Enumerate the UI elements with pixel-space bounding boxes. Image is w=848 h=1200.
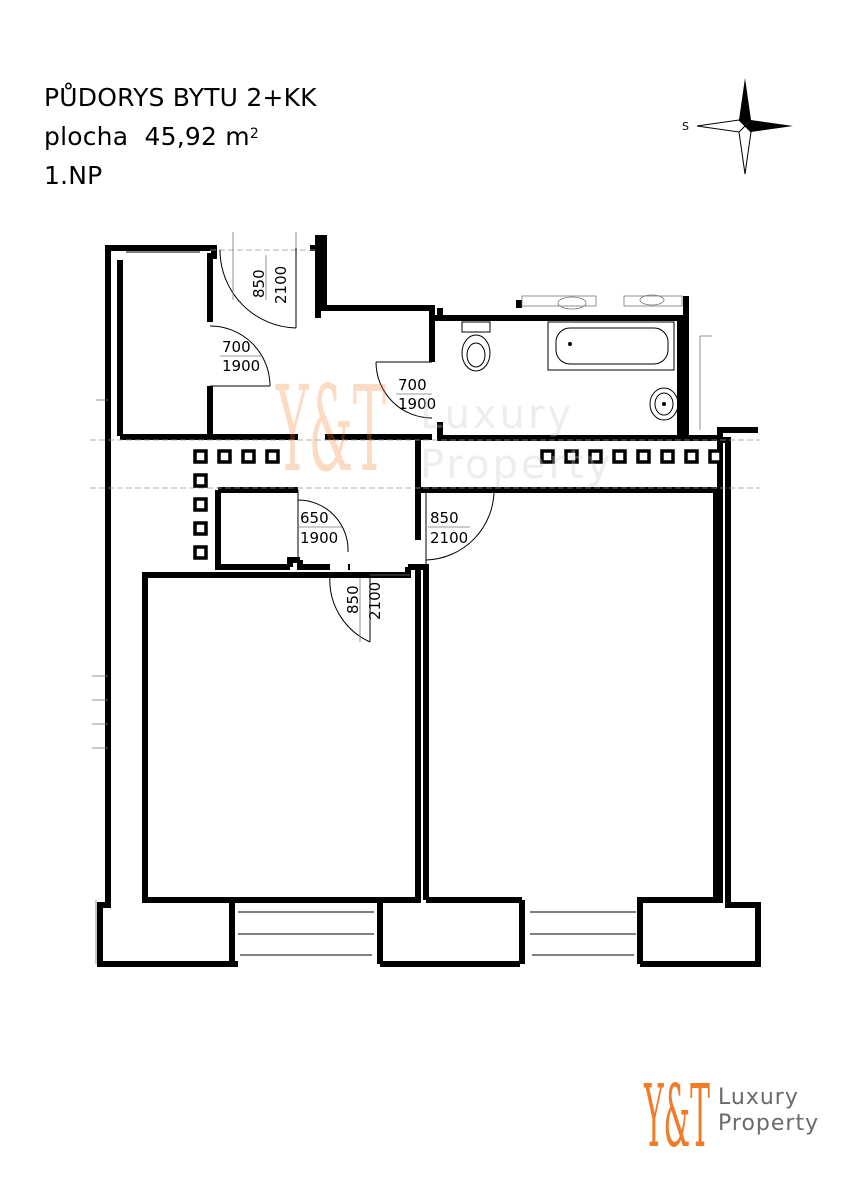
logo-monogram: Y&T: [644, 1067, 710, 1167]
door-wc-height: 1900: [398, 395, 436, 413]
door-wc-width: 700: [398, 376, 427, 394]
brand-logo: Y&T Luxury Property: [644, 1067, 819, 1167]
exterior-walls: [97, 235, 761, 967]
watermark-monogram: Y&T: [275, 360, 386, 498]
logo-line2: Property: [718, 1111, 819, 1136]
interior-walls: [142, 434, 719, 964]
door-storage-height: 1900: [222, 357, 260, 375]
door-entry-height: 2100: [272, 266, 290, 304]
windows: [92, 251, 712, 964]
door-dimensions: 850 2100 700 1900 700 1900 650 1900 850 …: [220, 255, 470, 642]
plan-floor: 1.NP: [44, 161, 103, 190]
door-storage-width: 700: [222, 338, 251, 356]
area-label: plocha: [44, 122, 129, 151]
door-entry-width: 850: [250, 269, 268, 298]
door-living-width: 850: [430, 509, 459, 527]
watermark-line2: Property: [420, 442, 613, 488]
beam-lines: [90, 249, 760, 489]
plan-title-block: PŮDORYS BYTU 2+KK plocha 45,92 m2 1.NP: [44, 78, 317, 195]
area-value: 45,92 m: [144, 122, 250, 151]
toilet-icon: [461, 321, 491, 372]
watermark: Y&T Luxury Property: [275, 360, 613, 498]
plan-area: plocha 45,92 m2: [44, 117, 317, 156]
door-swings: [209, 232, 495, 643]
door-living-height: 2100: [430, 529, 468, 547]
door-bedroom-width: 850: [344, 585, 362, 614]
compass-rose-icon: S: [682, 78, 793, 175]
door-closet-width: 650: [300, 509, 329, 527]
ventilation-squares: [193, 449, 723, 560]
plan-title: PŮDORYS BYTU 2+KK: [44, 83, 317, 112]
door-bedroom-height: 2100: [366, 582, 384, 620]
watermark-line1: Luxury: [420, 392, 574, 438]
door-closet-height: 1900: [300, 529, 338, 547]
washbasin-icon: [649, 387, 679, 421]
bathtub-icon: [547, 321, 675, 371]
area-unit-superscript: 2: [249, 126, 259, 142]
neighbour-fixtures: [521, 294, 683, 310]
logo-line1: Luxury: [718, 1085, 799, 1110]
compass-label: S: [682, 120, 689, 133]
